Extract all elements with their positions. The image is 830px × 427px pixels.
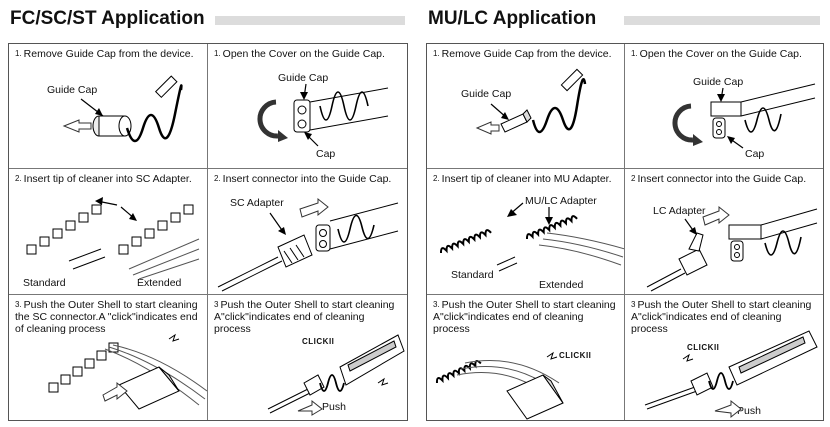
extended-label: Extended	[539, 279, 584, 292]
remove-guide-cap-illustration	[9, 44, 208, 169]
extended-label: Extended	[137, 277, 182, 290]
mu-lc-adapter-label: MU/LC Adapter	[525, 195, 597, 208]
open-cover-illustration	[208, 44, 407, 169]
cap-label: Cap	[316, 148, 336, 160]
step-instruction: 2.Insert connector into the Guide Cap.	[214, 173, 392, 186]
lc-adapter-label: LC Adapter	[653, 205, 706, 218]
fc-sc-st-grid: 1.Remove Guide Cap from the device. Guid…	[8, 43, 408, 421]
step-panel: 2.Insert tip of cleaner into MU Adapter.…	[427, 169, 625, 295]
step-panel: 1.Open the Cover on the Guide Cap. Guide…	[625, 44, 823, 170]
mu-lc-title: MU/LC Application	[428, 8, 597, 29]
step-panel: 1.Remove Guide Cap from the device. Guid…	[427, 44, 625, 170]
step-panel: 3.Push the Outer Shell to start cleaning…	[427, 294, 625, 420]
step-panel: 2.Insert connector into the Guide Cap. S…	[208, 169, 407, 295]
step-instruction: 1.Remove Guide Cap from the device.	[433, 48, 612, 60]
step-instruction: 2.Insert tip of cleaner into SC Adapter.	[15, 173, 192, 186]
step-instruction: 1.Open the Cover on the Guide Cap.	[214, 48, 385, 60]
title-divider	[215, 16, 405, 25]
step-instruction: 3.Push the Outer Shell to start cleaning…	[433, 298, 616, 335]
push-label: Push	[737, 404, 761, 417]
click-label: CLICKII	[302, 336, 335, 346]
title-divider	[624, 16, 820, 25]
push-label: Push	[322, 400, 346, 413]
step-instruction: 3.Push the Outer Shell to start cleaning…	[15, 298, 198, 335]
step-instruction: 1.Open the Cover on the Guide Cap.	[631, 48, 802, 60]
fc-sc-st-title: FC/SC/ST Application	[10, 8, 205, 29]
standard-label: Standard	[23, 277, 66, 290]
step-panel: 3.Push the Outer Shell to start cleaning…	[9, 294, 208, 420]
step-panel: 1.Open the Cover on the Guide Cap. Guide…	[208, 44, 407, 170]
open-cover-illustration	[625, 44, 823, 169]
step-panel: 1.Remove Guide Cap from the device. Guid…	[9, 44, 208, 170]
step-instruction: 1.Remove Guide Cap from the device.	[15, 48, 194, 60]
guide-cap-label: Guide Cap	[47, 84, 98, 96]
insert-connector-illustration	[208, 169, 407, 294]
click-label: CLICKII	[687, 342, 720, 352]
push-click-illustration	[208, 295, 407, 420]
step-instruction: 2.Insert tip of cleaner into MU Adapter.	[433, 173, 612, 186]
cap-label: Cap	[745, 148, 765, 160]
remove-guide-cap-illustration	[427, 44, 625, 169]
standard-label: Standard	[451, 269, 494, 282]
guide-cap-label: Guide Cap	[461, 88, 512, 100]
push-outer-shell-illustration	[9, 295, 208, 420]
insert-connector-illustration	[625, 169, 823, 294]
push-outer-shell-illustration	[427, 295, 625, 420]
mu-lc-grid: 1.Remove Guide Cap from the device. Guid…	[426, 43, 824, 421]
push-click-illustration	[625, 295, 823, 420]
step-panel: 2.Insert tip of cleaner into SC Adapter.…	[9, 169, 208, 295]
guide-cap-label: Guide Cap	[693, 76, 744, 88]
mu-adapter-illustration	[427, 169, 625, 294]
guide-cap-label: Guide Cap	[278, 72, 329, 84]
click-label: CLICKII	[559, 350, 592, 360]
sc-adapter-illustration	[9, 197, 208, 294]
sc-adapter-label: SC Adapter	[230, 197, 284, 210]
